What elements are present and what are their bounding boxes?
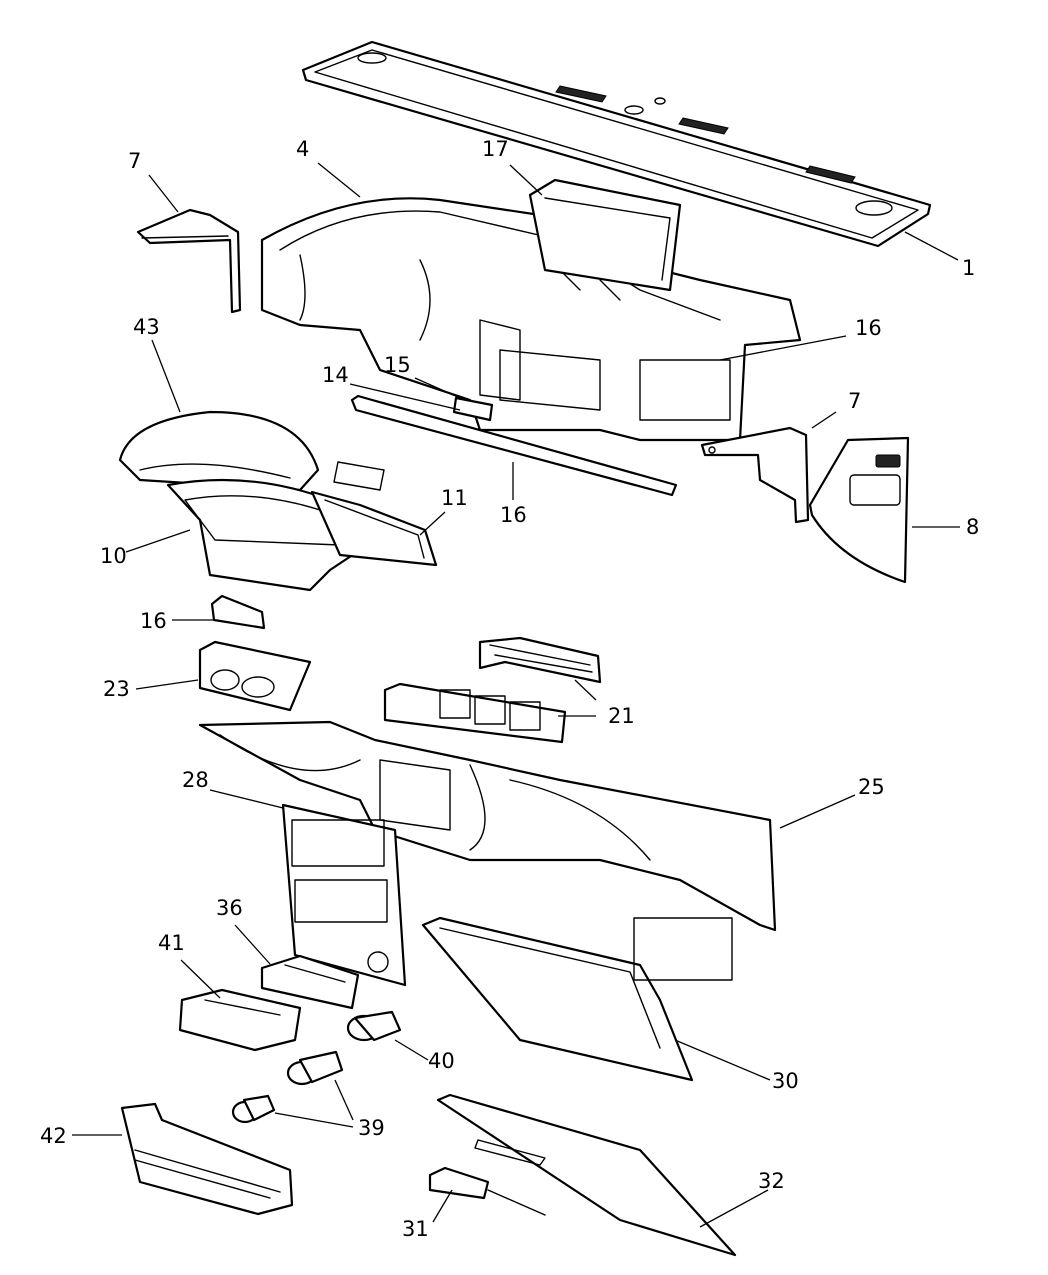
part-1-top-cover [301, 40, 932, 248]
callout-4: 4 [296, 137, 309, 161]
callout-8: 8 [966, 515, 979, 539]
part-11-cluster-trim [310, 490, 438, 567]
callout-16: 16 [855, 316, 882, 340]
part-39-lighter [231, 1050, 344, 1124]
callout-28: 28 [182, 768, 209, 792]
callout-32: 32 [758, 1169, 785, 1193]
part-41-bin [178, 988, 302, 1052]
callout-17: 17 [482, 137, 509, 161]
part-23-bezel [198, 640, 312, 712]
callout-23: 23 [103, 677, 130, 701]
part-17-panel-module [528, 178, 682, 292]
callout-39: 39 [358, 1116, 385, 1140]
part-4-panel-frame [260, 197, 802, 442]
callout-15: 15 [384, 353, 411, 377]
callout-10: 10 [100, 544, 127, 568]
part-40-socket [346, 1010, 402, 1042]
callout-30: 30 [772, 1069, 799, 1093]
callout-14: 14 [322, 363, 349, 387]
part-21-center-bezel [383, 636, 602, 744]
callout-1: 1 [962, 256, 975, 280]
callout-labels: 1 4 7 17 16 43 15 14 7 11 16 8 10 16 23 … [40, 137, 979, 1241]
part-10-cluster [166, 478, 362, 592]
leader-lines [72, 162, 960, 1228]
callout-25: 25 [858, 775, 885, 799]
part-25-lower-panel [198, 720, 777, 932]
part-8-end-cap [808, 436, 910, 584]
callout-11: 11 [441, 486, 468, 510]
part-43-cluster-bezel [118, 410, 385, 492]
callout-21: 21 [608, 704, 635, 728]
part-16-strip [350, 394, 678, 497]
callout-36: 36 [216, 896, 243, 920]
part-30-glove-box [421, 916, 733, 1082]
callout-31: 31 [402, 1217, 429, 1241]
part-7-left-bracket [136, 208, 242, 314]
part-36-bin [260, 954, 360, 1010]
callout-7: 7 [128, 149, 141, 173]
part-16-small-piece [210, 594, 266, 630]
callout-42: 42 [40, 1124, 67, 1148]
part-15-vent [452, 396, 494, 422]
callout-41: 41 [158, 931, 185, 955]
callout-16b: 16 [500, 503, 527, 527]
callout-16c: 16 [140, 609, 167, 633]
part-28-radio-bezel [281, 803, 407, 987]
callout-40: 40 [428, 1049, 455, 1073]
part-42-knee-bolster [120, 1102, 294, 1216]
callout-43: 43 [133, 315, 160, 339]
part-31-latch [428, 1166, 546, 1216]
part-32-glove-door [436, 1093, 737, 1257]
part-7-right-bracket [700, 426, 810, 524]
callout-7b: 7 [848, 389, 861, 413]
